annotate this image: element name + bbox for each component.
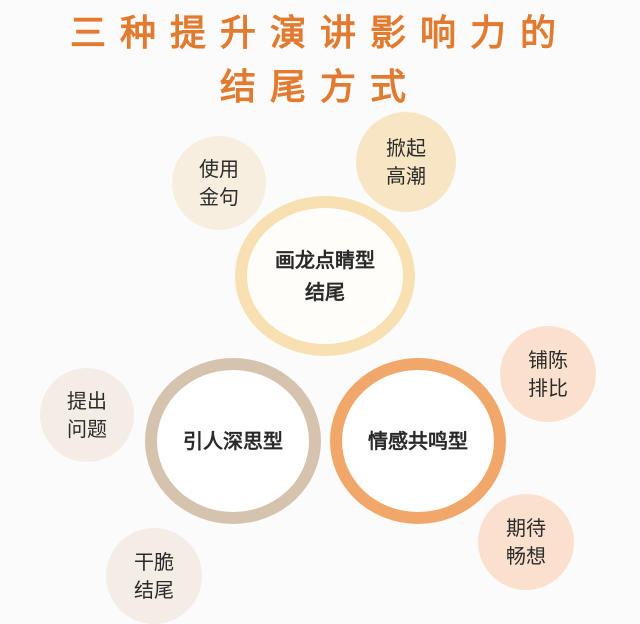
bubble-use-quotes: 使用 金句 <box>172 136 266 230</box>
ring-label: 引人深思型 <box>183 429 283 453</box>
ring-emotional-resonance: 情感共鸣型 <box>330 358 506 524</box>
bubble-label-line-1: 掀起 <box>386 136 426 160</box>
bubble-label-line-1: 提出 <box>67 389 107 413</box>
bubble-label-line-2: 问题 <box>67 417 107 441</box>
bubble-crisp-ending: 干脆 结尾 <box>106 528 202 624</box>
ring-label-line-1: 画龙点睛型 <box>275 248 375 272</box>
bubble-climax: 掀起 高潮 <box>356 112 456 212</box>
bubble-label-line-1: 期待 <box>506 516 546 540</box>
ring-label: 情感共鸣型 <box>368 429 468 453</box>
ring-label-line-2: 结尾 <box>305 280 345 304</box>
bubble-label-line-1: 使用 <box>199 157 239 181</box>
bubble-label-line-2: 高潮 <box>386 164 426 188</box>
ring-thought-provoking: 引人深思型 <box>145 358 321 524</box>
bubble-label-line-2: 结尾 <box>134 578 174 602</box>
bubble-label-line-2: 畅想 <box>506 544 546 568</box>
page-title-line-2: 结尾方式 <box>219 66 420 108</box>
bubble-parallelism: 铺陈 排比 <box>500 326 596 422</box>
bubble-label-line-1: 铺陈 <box>528 348 568 372</box>
bubble-envision-future: 期待 畅想 <box>478 494 574 590</box>
bubble-label-line-2: 排比 <box>528 376 568 400</box>
page-title-line-1: 三种提升演讲影响力的 <box>69 12 570 54</box>
bubble-raise-question: 提出 问题 <box>40 368 134 462</box>
ring-finishing-touch: 画龙点睛型 结尾 <box>235 196 415 356</box>
bubble-label-line-2: 金句 <box>199 185 239 209</box>
bubble-label-line-1: 干脆 <box>134 550 174 574</box>
